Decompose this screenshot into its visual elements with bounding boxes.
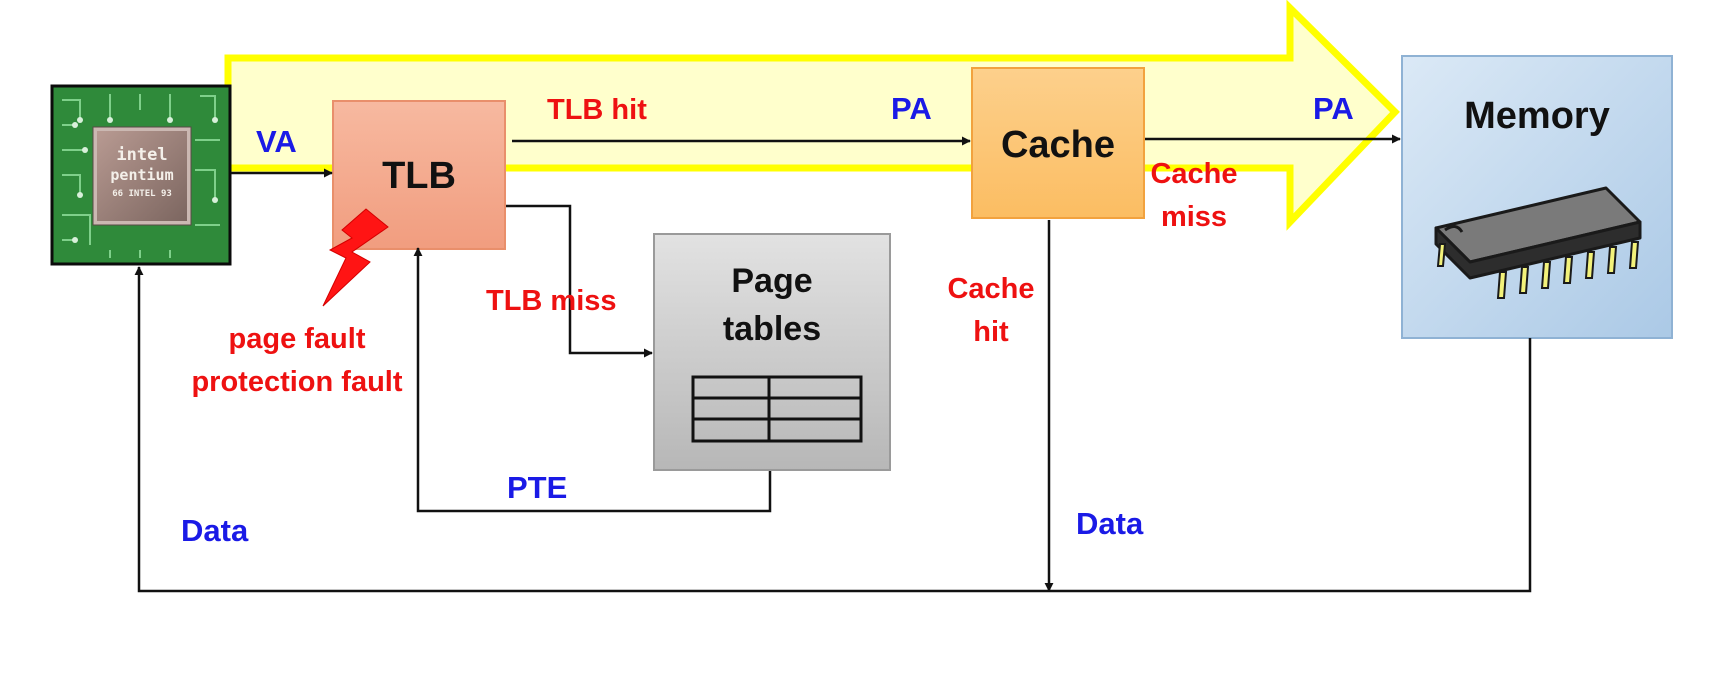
page-tables-box: Page tables: [653, 233, 891, 471]
fault-lightning-icon: [322, 208, 389, 307]
connectors: [134, 134, 1532, 593]
tlb-title: TLB: [382, 155, 456, 197]
cache-hit-label-line1: Cache: [947, 273, 1034, 305]
page-tables-title-line2: tables: [723, 310, 821, 348]
cpu-model-text: pentium: [110, 166, 173, 184]
memory-chip-icon: [1434, 186, 1642, 299]
page-tables-title-line1: Page: [731, 262, 812, 300]
va-label: VA: [256, 124, 297, 159]
cpu-brand-text: intel: [116, 145, 167, 165]
cache-miss-label-line1: Cache: [1150, 158, 1237, 190]
cache-hit-label-line2: hit: [973, 316, 1009, 348]
tlb-miss-label: TLB miss: [486, 285, 617, 317]
pte-label: PTE: [507, 470, 567, 505]
memory-title: Memory: [1464, 95, 1610, 137]
cache-miss-label-line2: miss: [1161, 201, 1227, 233]
cache-title: Cache: [1001, 124, 1115, 166]
cpu-small-text: 66 INTEL 93: [112, 189, 172, 199]
tlb-hit-label: TLB hit: [547, 94, 647, 126]
data-label-right: Data: [1076, 506, 1144, 541]
pa-label-1: PA: [891, 91, 932, 126]
page-table-grid-icon: [691, 375, 863, 443]
data-label-left: Data: [181, 513, 249, 548]
cache-box: Cache: [971, 67, 1145, 219]
page-fault-label: page fault: [229, 323, 366, 355]
pa-label-2: PA: [1313, 91, 1354, 126]
cpu-chip-icon: intel pentium 66 INTEL 93: [50, 84, 232, 266]
memory-box: Memory: [1401, 55, 1673, 339]
protection-fault-label: protection fault: [191, 366, 402, 398]
tlb-miss-arrow: [506, 204, 653, 358]
memory-data-line: [134, 266, 1532, 593]
pte-arrow: [413, 247, 772, 513]
